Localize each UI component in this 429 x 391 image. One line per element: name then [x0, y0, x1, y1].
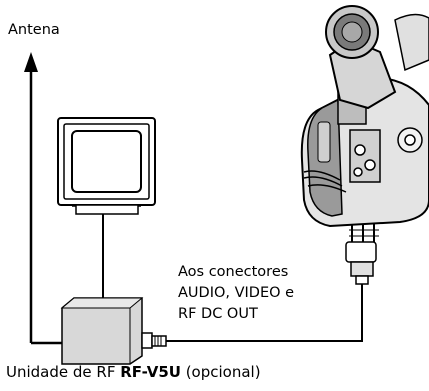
rf-unit-icon — [60, 297, 167, 365]
connectors-label: Aos conectores AUDIO, VIDEO e RF DC OUT — [178, 262, 294, 325]
connectors-label-line-1: Aos conectores — [178, 264, 289, 280]
connectors-label-line-2: AUDIO, VIDEO e — [178, 285, 295, 301]
rf-unit-caption-suffix: (opcional) — [180, 363, 261, 381]
rf-unit-caption-prefix: Unidade de RF — [6, 363, 121, 381]
antenna-arrow — [24, 52, 38, 343]
tv-set-icon — [57, 117, 156, 215]
connectors-label-line-3: RF DC OUT — [178, 306, 258, 322]
rf-to-camera-cable — [166, 282, 363, 342]
rf-unit-caption: Unidade de RF RF-V5U (opcional) — [6, 362, 261, 383]
camcorder-icon — [300, 5, 429, 228]
antenna-label: Antena — [8, 22, 60, 38]
rf-unit-model: RF-V5U — [120, 363, 181, 381]
